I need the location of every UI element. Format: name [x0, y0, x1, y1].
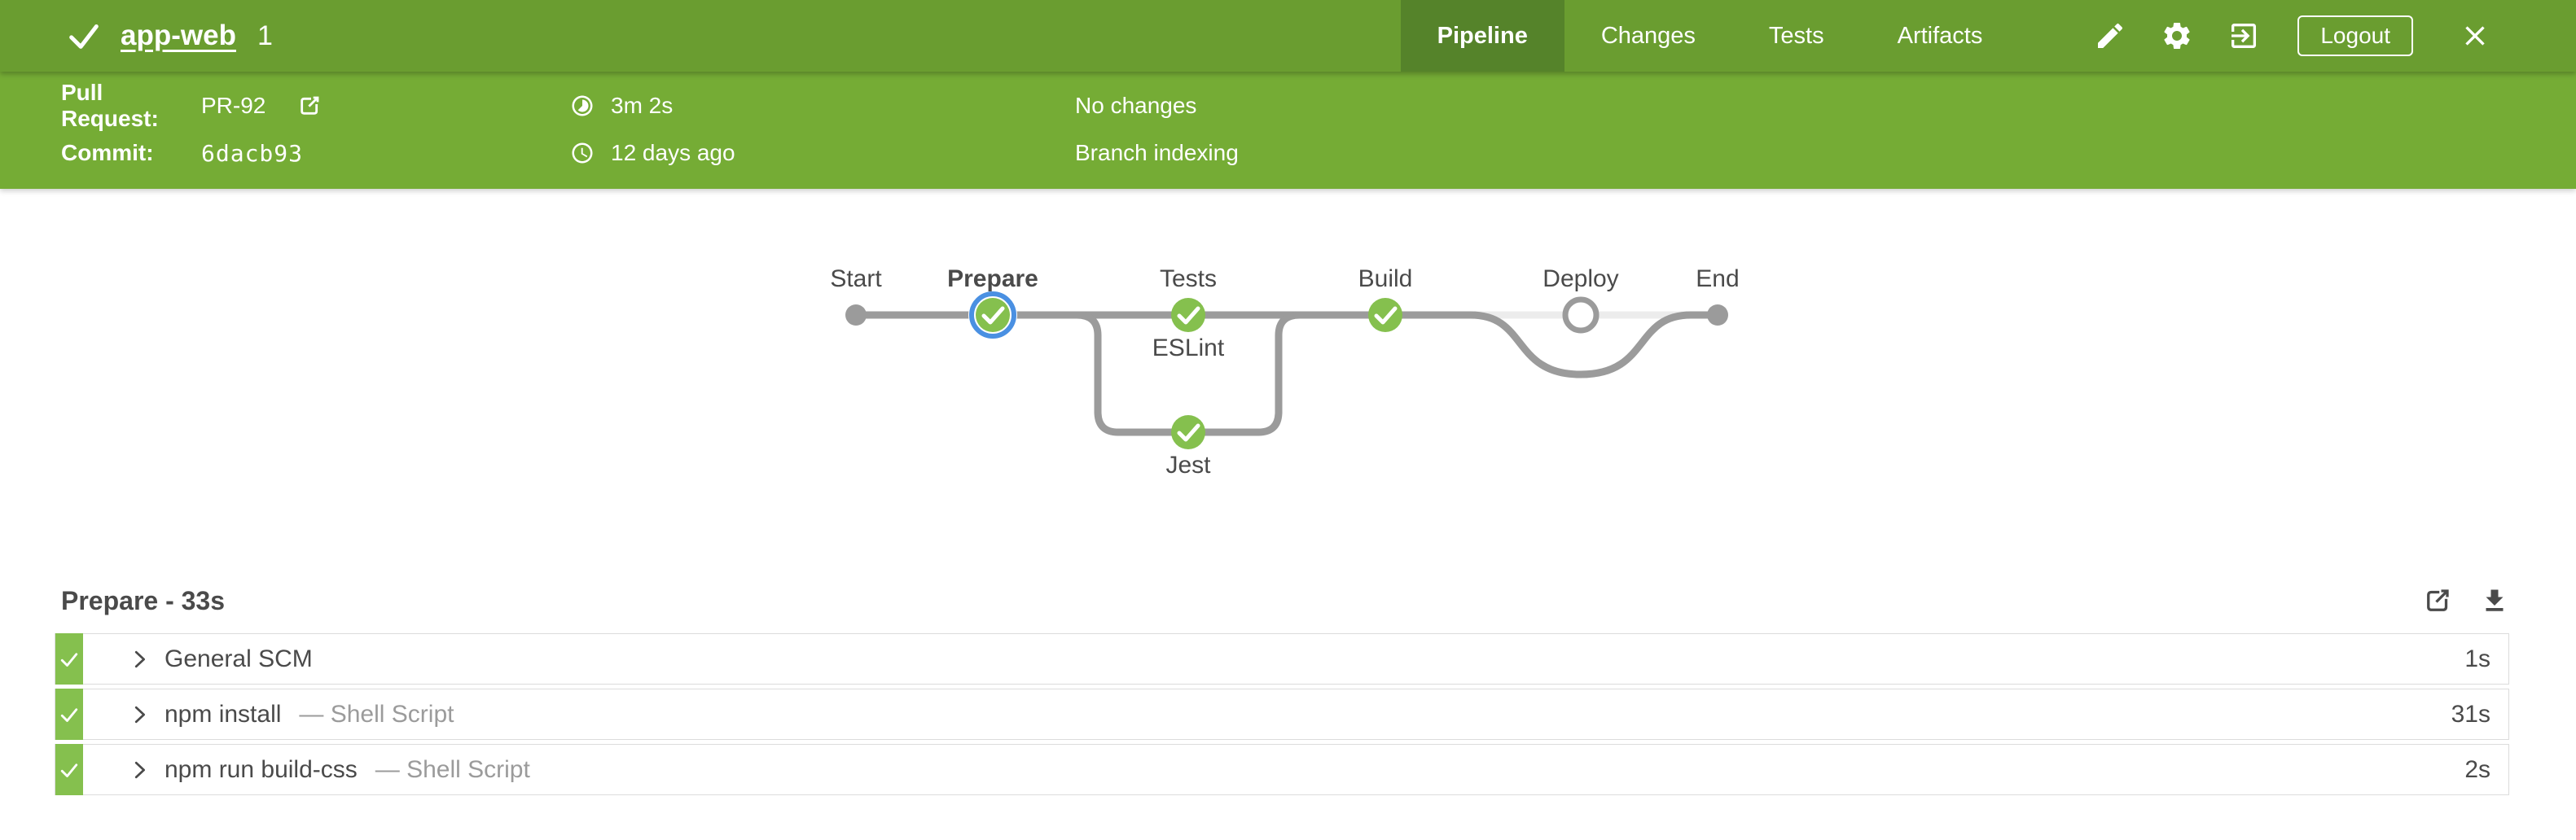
step-row[interactable]: npm install — Shell Script 31s [55, 689, 2509, 740]
stage-label-start: Start [830, 265, 882, 292]
step-detail: — Shell Script [375, 755, 530, 783]
run-number: 1 [257, 20, 273, 51]
pipeline-graph: Start Prepare Tests Build Deploy End ESL… [830, 265, 1739, 479]
pipeline-line-branch [1076, 311, 1301, 436]
tab-bar: Pipeline Changes Tests Artifacts [1400, 0, 2020, 72]
steps-section: Prepare - 33s General SCM 1s [55, 580, 2509, 799]
tab-artifacts[interactable]: Artifacts [1897, 22, 1983, 49]
pipeline-name-link[interactable]: app-web [121, 20, 236, 51]
step-duration: 2s [2464, 755, 2490, 783]
commit-hash: 6dacb93 [201, 139, 304, 167]
exit-to-app-icon[interactable] [2227, 20, 2260, 52]
chevron-right-icon[interactable] [127, 647, 151, 672]
stage-node-deploy[interactable] [1562, 296, 1600, 334]
check-icon [1374, 306, 1398, 325]
step-status-strip [55, 633, 83, 685]
step-name: npm run build-css [165, 755, 358, 783]
chevron-right-icon[interactable] [127, 758, 151, 782]
step-status-strip [55, 744, 83, 795]
stage-label-build: Build [1358, 265, 1413, 292]
stage-node-eslint[interactable] [1171, 298, 1205, 332]
external-link-icon[interactable] [296, 93, 323, 119]
tab-tests[interactable]: Tests [1768, 22, 1824, 49]
gear-icon[interactable] [2161, 20, 2193, 52]
run-completed-time: 12 days ago [611, 140, 735, 165]
step-duration: 31s [2451, 700, 2490, 728]
commit-label: Commit: [61, 140, 154, 165]
top-bar: app-web 1 Pipeline Changes Tests Artifac… [0, 0, 2576, 72]
stage-node-prepare[interactable] [968, 291, 1017, 339]
times-column: 3m 2s 12 days ago [570, 90, 735, 169]
node-end [1707, 304, 1728, 326]
stage-label-deploy: Deploy [1543, 265, 1618, 292]
stage-label-end: End [1696, 265, 1739, 292]
stage-label-tests: Tests [1160, 265, 1217, 292]
pipeline-line-bypass [1385, 311, 1718, 378]
close-icon[interactable] [2459, 20, 2491, 52]
cause-column: No changes Branch indexing [1075, 90, 1239, 169]
stage-node-build[interactable] [1368, 298, 1402, 332]
run-cause-text: Branch indexing [1075, 140, 1239, 165]
stage-node-jest[interactable] [1171, 415, 1205, 449]
run-info-bar: Pull Request: PR-92 Commit: 6dacb93 3m 2… [0, 72, 2576, 189]
download-icon[interactable] [2480, 586, 2509, 615]
run-duration: 3m 2s [611, 93, 674, 118]
chevron-right-icon[interactable] [127, 702, 151, 727]
pencil-icon[interactable] [2094, 20, 2126, 52]
commit-info-column: Pull Request: PR-92 Commit: 6dacb93 [61, 80, 323, 169]
node-start [845, 304, 867, 326]
check-icon [60, 763, 78, 777]
check-icon [981, 306, 1005, 325]
steps-section-actions [2395, 586, 2509, 615]
branch-label-jest: Jest [1165, 452, 1211, 479]
timer-icon [572, 95, 593, 116]
check-icon [69, 24, 99, 49]
stage-label-prepare: Prepare [947, 265, 1038, 292]
step-name: npm install [165, 700, 282, 728]
steps-section-title: Prepare - 33s [61, 585, 226, 615]
header-actions: Logout [2019, 15, 2576, 56]
clock-icon [572, 142, 593, 164]
step-name: General SCM [165, 645, 313, 672]
logout-button[interactable]: Logout [2297, 15, 2413, 56]
check-icon [60, 707, 78, 722]
step-row[interactable]: General SCM 1s [55, 633, 2509, 685]
step-row[interactable]: npm run build-css — Shell Script 2s [55, 744, 2509, 795]
branch-label-eslint: ESLint [1152, 335, 1225, 361]
tab-changes[interactable]: Changes [1600, 22, 1696, 49]
check-icon [1177, 306, 1200, 325]
check-icon [1177, 423, 1200, 442]
tab-pipeline[interactable]: Pipeline [1400, 0, 1564, 72]
pull-request-label: Pull Request: [61, 80, 159, 131]
steps-section-header: Prepare - 33s [55, 580, 2509, 622]
check-icon [60, 652, 78, 667]
changes-text: No changes [1075, 93, 1197, 118]
open-in-new-icon[interactable] [2423, 586, 2452, 615]
step-status-strip [55, 689, 83, 740]
step-detail: — Shell Script [299, 700, 454, 728]
run-header: app-web 1 [0, 17, 273, 55]
step-duration: 1s [2464, 645, 2490, 672]
pull-request-value: PR-92 [201, 93, 266, 118]
